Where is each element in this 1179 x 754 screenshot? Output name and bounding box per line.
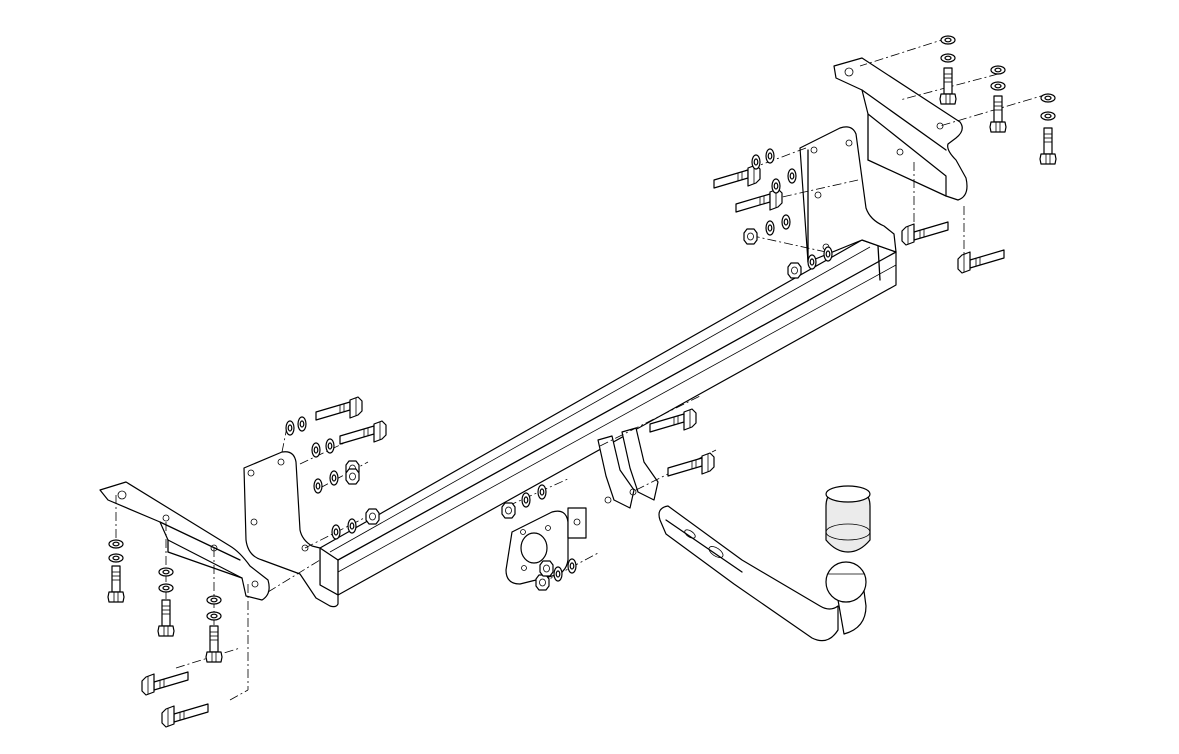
hex-bolt [157, 599, 175, 637]
hex-bolt [713, 164, 761, 189]
tow-bar-neck [658, 505, 839, 642]
hex-bolt [107, 565, 125, 603]
washer [765, 220, 775, 236]
hex-bolt [901, 221, 949, 246]
left-side-plate [243, 451, 339, 608]
washer [765, 148, 775, 164]
washer [567, 558, 577, 574]
left-mounting-bracket [99, 481, 270, 601]
hex-bolt [315, 396, 363, 421]
hex-bolt [339, 420, 387, 445]
washer [553, 566, 563, 582]
washer [781, 214, 791, 230]
ball-cover [825, 485, 871, 553]
hex-nut [787, 262, 802, 279]
hex-bolt [205, 625, 223, 663]
washer [1040, 111, 1056, 121]
hex-nut [501, 502, 516, 519]
washer [537, 484, 547, 500]
cross-beam [319, 239, 897, 596]
washer [771, 178, 781, 194]
washer [206, 611, 222, 621]
washer [521, 492, 531, 508]
tow-ball [825, 561, 867, 635]
washer [751, 154, 761, 170]
washer [331, 524, 341, 540]
washer [823, 246, 833, 262]
washer [990, 81, 1006, 91]
hex-bolt [1039, 127, 1057, 165]
washer [313, 478, 323, 494]
hex-nut [743, 228, 758, 245]
washer [347, 518, 357, 534]
washer [108, 539, 124, 549]
hex-bolt [161, 703, 209, 728]
hex-nut [535, 574, 550, 591]
hex-nut [365, 508, 380, 525]
washer [990, 65, 1006, 75]
washer [325, 438, 335, 454]
washer [940, 35, 956, 45]
hex-bolt [141, 671, 189, 696]
hex-bolt [939, 67, 957, 105]
washer [158, 583, 174, 593]
right-mounting-bracket [833, 57, 968, 201]
washer [297, 416, 307, 432]
washer [329, 470, 339, 486]
hex-nut [539, 560, 554, 577]
hex-bolt [667, 452, 715, 477]
tow-bar-hanger [597, 427, 659, 509]
washer [787, 168, 797, 184]
washer [108, 553, 124, 563]
washer [311, 442, 321, 458]
washer [1040, 93, 1056, 103]
hex-nut [345, 468, 360, 485]
hex-bolt [957, 249, 1005, 274]
washer [206, 595, 222, 605]
hex-bolt [989, 95, 1007, 133]
washer [940, 53, 956, 63]
right-side-plate [799, 126, 897, 263]
washer [807, 254, 817, 270]
washer [285, 420, 295, 436]
washer [158, 567, 174, 577]
